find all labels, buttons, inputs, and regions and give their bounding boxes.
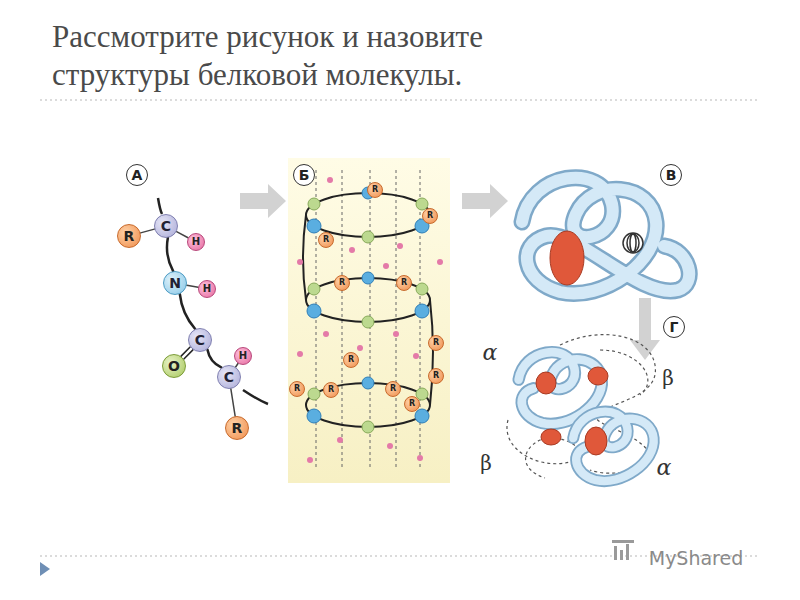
watermark: MyShared <box>649 548 744 569</box>
watermark-icon <box>612 540 634 560</box>
tertiary-structure <box>522 178 689 294</box>
nitrogen-atom: N <box>163 271 187 295</box>
atom-symbol: R <box>390 385 396 393</box>
chemical-bond <box>167 238 173 271</box>
radical-atom: R <box>367 182 383 198</box>
step-arrow <box>462 184 508 218</box>
radical-atom: R <box>318 232 334 248</box>
atom-symbol: N <box>169 276 181 290</box>
atom-symbol: В <box>666 168 677 182</box>
atom-symbol: А <box>132 168 143 182</box>
quaternary-structure <box>507 335 655 482</box>
atom-symbol: R <box>401 279 407 287</box>
chemical-bond <box>187 285 198 287</box>
atom-symbol: R <box>372 186 378 194</box>
bond-line <box>184 350 193 359</box>
backbone-tail <box>243 390 268 404</box>
radical-atom: R <box>289 381 305 397</box>
radical-atom: R <box>323 382 339 398</box>
atom-symbol: R <box>348 356 354 364</box>
atom-symbol: R <box>124 229 135 243</box>
atom-symbol: C <box>224 370 234 384</box>
atom-symbol: R <box>328 386 334 394</box>
bond-line <box>187 285 198 287</box>
panel-letter: Г <box>663 316 685 338</box>
structure-letter: β <box>662 367 674 389</box>
oxygen-atom: O <box>162 354 186 378</box>
bond-line <box>141 229 155 233</box>
atom-symbol: H <box>239 351 247 361</box>
radical-atom: R <box>385 381 401 397</box>
radical-atom: R <box>117 224 141 248</box>
atom-symbol: R <box>409 400 415 408</box>
alpha-helix <box>288 158 450 483</box>
radical-atom: R <box>225 416 249 440</box>
hydrogen-atom: H <box>198 280 216 298</box>
carbon-atom: C <box>188 328 212 352</box>
atom-symbol: C <box>195 333 205 347</box>
bond-line <box>207 349 221 367</box>
bond-line <box>231 389 235 416</box>
chemical-bond <box>231 389 235 416</box>
chemical-bond <box>177 232 188 238</box>
separator-line <box>40 99 760 100</box>
chemical-bond <box>207 349 221 367</box>
chemical-bond <box>141 229 155 233</box>
panel-letter: Б <box>293 164 315 186</box>
radical-atom: R <box>343 352 359 368</box>
atom-symbol: O <box>168 359 180 373</box>
bond-line <box>177 232 188 238</box>
structure-letter: α <box>657 456 672 480</box>
atom-symbol: Г <box>670 320 679 334</box>
carbon-atom: C <box>154 214 178 238</box>
atom-symbol: R <box>232 421 243 435</box>
panel-letter: В <box>660 164 682 186</box>
atom-symbol: R <box>433 339 439 347</box>
step-arrow <box>240 184 286 218</box>
backbone-tail <box>158 198 162 214</box>
panel-letter: А <box>126 164 148 186</box>
carbon-atom: C <box>217 365 241 389</box>
radical-atom: R <box>428 368 444 384</box>
atom-symbol: R <box>323 236 329 244</box>
radical-atom: R <box>422 208 438 224</box>
atom-symbol: Б <box>299 168 310 182</box>
atom-symbol: H <box>203 284 211 294</box>
atom-symbol: R <box>427 212 433 220</box>
atom-symbol: R <box>339 279 345 287</box>
radical-atom: R <box>428 335 444 351</box>
structure-letter: β <box>480 452 492 474</box>
atom-symbol: H <box>192 237 200 247</box>
hydrogen-atom: H <box>187 233 205 251</box>
radical-atom: R <box>334 275 350 291</box>
structure-letter: α <box>483 341 498 365</box>
hydrogen-atom: H <box>234 347 252 365</box>
bond-line <box>180 294 195 329</box>
atom-symbol: R <box>294 385 300 393</box>
step-arrow <box>630 298 660 360</box>
atom-symbol: R <box>433 372 439 380</box>
bond-line <box>167 238 173 271</box>
slide-title: Рассмотрите рисунок и назовите структуры… <box>52 18 592 94</box>
radical-atom: R <box>404 396 420 412</box>
atom-symbol: C <box>161 219 171 233</box>
bullet-triangle <box>40 562 50 576</box>
radical-atom: R <box>396 275 412 291</box>
chemical-bond <box>180 294 195 329</box>
